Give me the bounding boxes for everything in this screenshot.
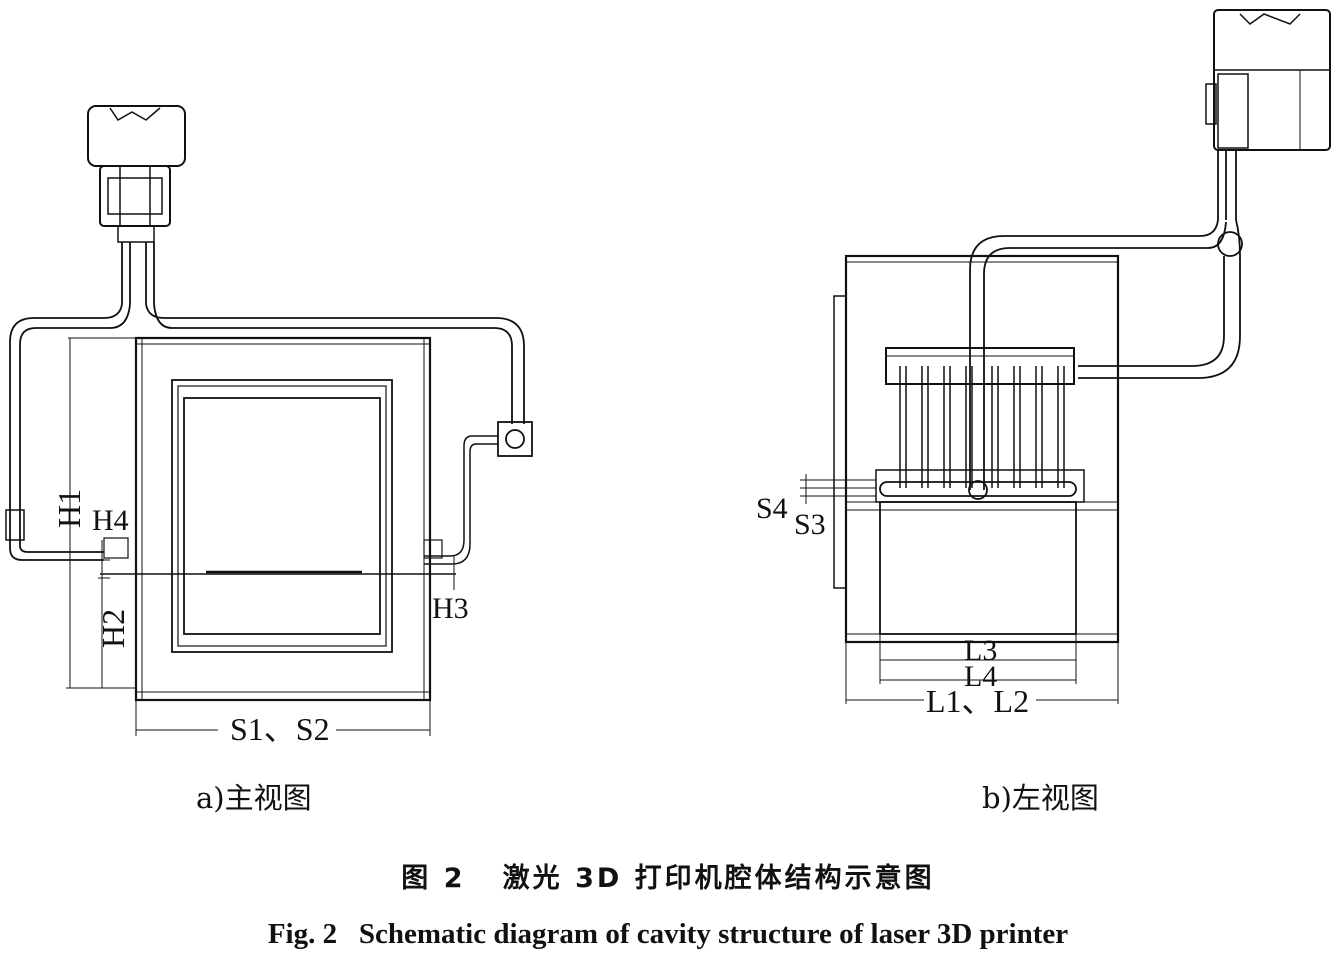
laser-head-module-side: [1205, 9, 1331, 151]
label-h4: H4: [92, 504, 129, 537]
subcaption-left-view: b)左视图: [982, 781, 1099, 815]
label-s1-s2: S1、S2: [230, 711, 330, 747]
head-gas-pipes: [5, 242, 533, 565]
front-chamber-body: [100, 336, 456, 702]
gas-nozzle-tubes: [899, 366, 1065, 488]
label-s4: S4: [756, 492, 788, 525]
label-h3: H3: [432, 592, 469, 625]
label-l4: L4: [964, 660, 997, 693]
figure-caption-english: Fig. 2 Schematic diagram of cavity struc…: [267, 918, 1069, 950]
gas-manifold: [885, 347, 1075, 488]
build-platform: [875, 469, 1085, 635]
side-gas-pipes: [969, 150, 1243, 490]
figure-caption-chinese: 图 2 激光 3D 打印机腔体结构示意图: [401, 863, 935, 894]
front-view: [5, 105, 533, 736]
schematic-drawing: H1 H4 H2 H3 S1、S2 a)主视图: [5, 9, 1331, 815]
laser-head-module: [87, 105, 186, 243]
label-h1: H1: [51, 489, 87, 528]
side-dimensions: [800, 474, 1119, 704]
label-l1-l2: L1、L2: [926, 683, 1029, 719]
front-dimensions: [66, 337, 455, 736]
left-view: [800, 9, 1331, 704]
subcaption-front-view: a)主视图: [196, 781, 312, 815]
label-h2: H2: [95, 609, 131, 648]
label-l3: L3: [964, 634, 997, 667]
label-s3: S3: [794, 508, 826, 541]
